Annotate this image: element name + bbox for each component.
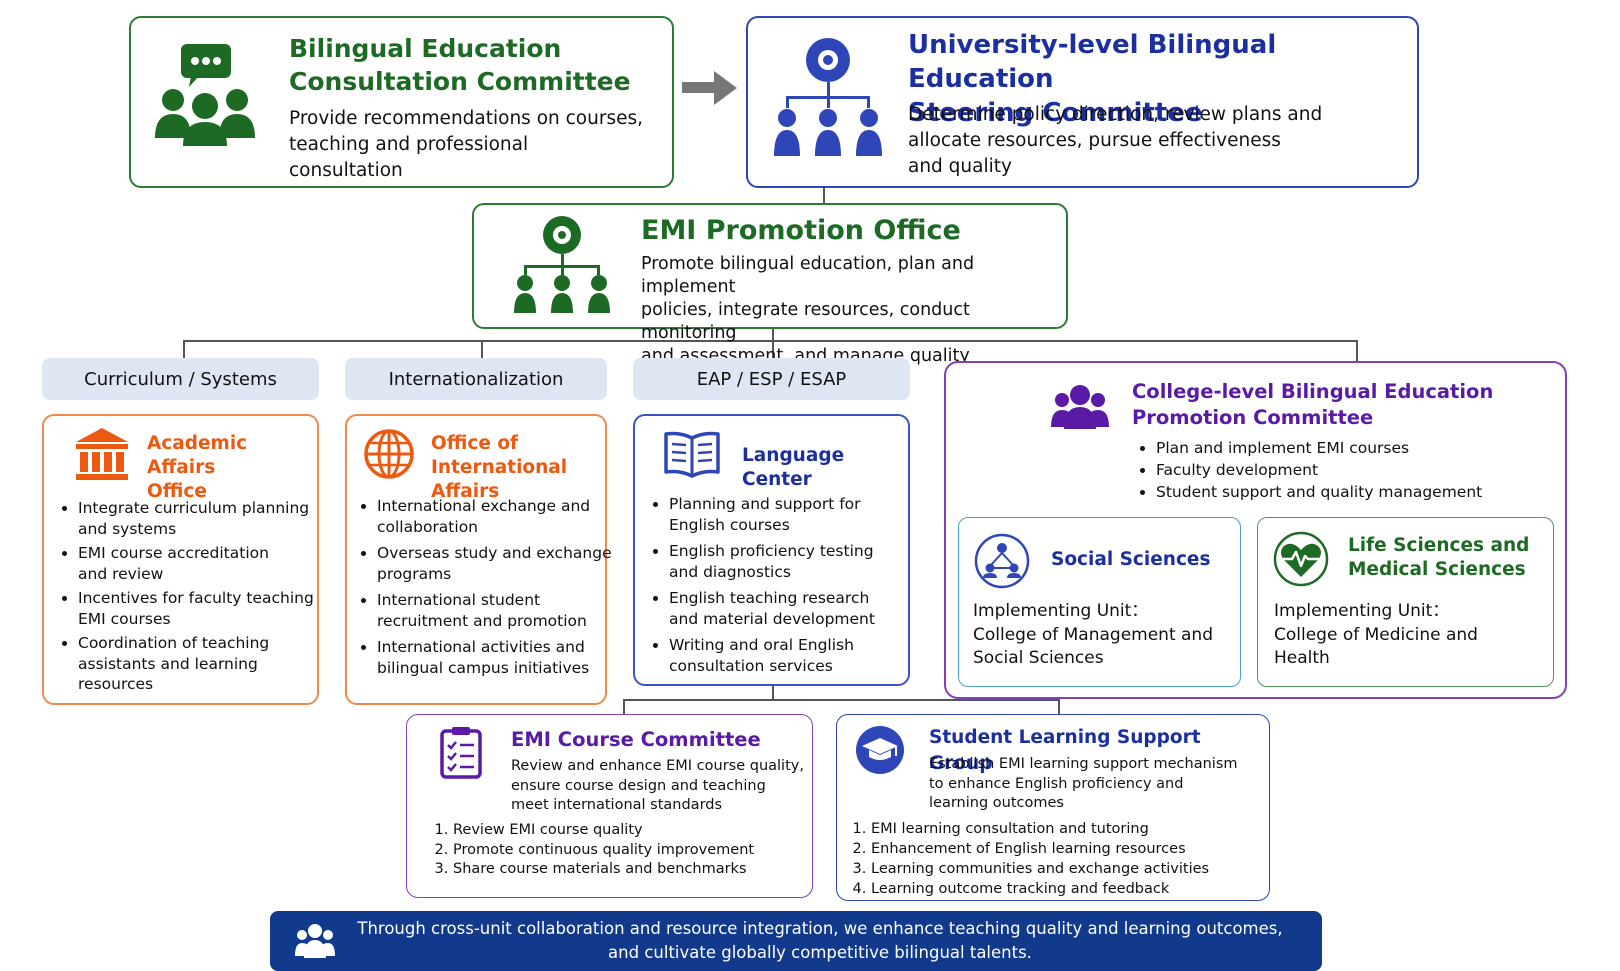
- intl-list: International exchange andcollaborationO…: [343, 496, 637, 684]
- consultation-desc: Provide recommendations on courses, teac…: [289, 108, 643, 181]
- emi-course-item: Promote continuous quality improvement: [453, 841, 843, 861]
- college-item: Faculty development: [1156, 459, 1586, 481]
- support-item: Learning outcome tracking and feedback: [871, 879, 1301, 899]
- college-item: Plan and implement EMI courses: [1156, 437, 1586, 459]
- globe-icon: [364, 429, 414, 479]
- intl-title: Office of International Affairs: [431, 433, 568, 502]
- life-sciences-box: Life Sciences and Medical Sciences Imple…: [1257, 517, 1554, 687]
- connector-steering-to-emi: [823, 186, 825, 206]
- language-center-box: Language Center Planning and support for…: [633, 414, 910, 686]
- emi-course-title: EMI Course Committee: [511, 728, 761, 751]
- support-title: Student Learning Support Group: [929, 727, 1201, 774]
- emi-office-title: EMI Promotion Office: [641, 215, 961, 246]
- life-unit: Implementing Unit： College of Medicine a…: [1274, 601, 1478, 668]
- college-list: Plan and implement EMI coursesFaculty de…: [1122, 437, 1586, 503]
- consultation-committee-box: Bilingual Education Consultation Committ…: [129, 16, 674, 188]
- social-unit: Implementing Unit： College of Management…: [973, 601, 1213, 668]
- student-support-box: Student Learning Support Group Establish…: [836, 714, 1270, 901]
- support-desc: Establish EMI learning support mechanism…: [929, 756, 1238, 811]
- emi-promotion-office-box: EMI Promotion Office Promote bilingual e…: [472, 203, 1068, 366]
- group-discussion-icon: [155, 44, 255, 146]
- org-hierarchy-icon: [514, 216, 610, 313]
- support-item: Enhancement of English learning resource…: [871, 839, 1301, 859]
- graduation-cap-icon: [856, 726, 904, 774]
- people-group-icon: [1051, 385, 1109, 429]
- institution-building-icon: [76, 428, 128, 480]
- support-list: EMI learning consultation and tutoringEn…: [837, 819, 1301, 899]
- connector-lang-to-bottom: [623, 699, 1060, 701]
- college-committee-box: College-level Bilingual Education Promot…: [944, 361, 1567, 699]
- emi-course-list: Review EMI course qualityPromote continu…: [419, 821, 843, 880]
- people-group-icon: [295, 924, 335, 958]
- tag-curriculum-systems: Curriculum / Systems: [42, 358, 319, 400]
- emi-course-item: Review EMI course quality: [453, 821, 843, 841]
- steering-committee-box: University-level Bilingual Education Ste…: [746, 16, 1419, 188]
- social-network-icon: [974, 533, 1030, 589]
- emi-course-committee-box: EMI Course Committee Review and enhance …: [406, 714, 813, 898]
- connector-drop-curriculum: [183, 340, 185, 358]
- footer-banner: Through cross-unit collaboration and res…: [270, 911, 1322, 971]
- college-title: College-level Bilingual Education Promot…: [1132, 380, 1494, 429]
- tag-eap-esp-esap: EAP / ESP / ESAP: [633, 358, 910, 400]
- tag-internationalization: Internationalization: [345, 358, 607, 400]
- connector-lang-down: [772, 686, 774, 700]
- connector-drop-eap: [772, 340, 774, 358]
- emi-office-desc: Promote bilingual education, plan and im…: [641, 254, 975, 366]
- footer-text: Through cross-unit collaboration and res…: [357, 919, 1283, 962]
- social-title: Social Sciences: [1051, 549, 1211, 570]
- open-book-icon: [664, 431, 720, 478]
- org-hierarchy-icon: [774, 38, 882, 156]
- emi-course-desc: Review and enhance EMI course quality, e…: [511, 758, 804, 813]
- intl-affairs-box: Office of International Affairs Internat…: [345, 414, 612, 705]
- heart-pulse-icon: [1273, 531, 1329, 587]
- connector-horizontal-bus: [183, 340, 1358, 342]
- life-title: Life Sciences and Medical Sciences: [1348, 535, 1530, 580]
- language-title: Language Center: [742, 445, 845, 490]
- emi-course-item: Share course materials and benchmarks: [453, 860, 843, 880]
- support-item: EMI learning consultation and tutoring: [871, 819, 1301, 839]
- clipboard-checklist-icon: [440, 727, 482, 779]
- social-sciences-box: Social Sciences Implementing Unit： Colle…: [958, 517, 1241, 687]
- steering-desc: Determine policy direction, review plans…: [908, 104, 1323, 177]
- support-item: Learning communities and exchange activi…: [871, 859, 1301, 879]
- connector-drop-emi-course: [623, 699, 625, 714]
- arrow-right-icon: [682, 71, 737, 105]
- steering-title: University-level Bilingual Education Ste…: [908, 30, 1277, 128]
- college-item: Student support and quality management: [1156, 481, 1586, 503]
- connector-drop-college: [1356, 340, 1358, 361]
- consultation-title: Bilingual Education Consultation Committ…: [289, 34, 631, 96]
- connector-emi-down: [772, 328, 774, 342]
- connector-drop-intl: [481, 340, 483, 358]
- academic-affairs-box: Academic Affairs Office Integrate curric…: [42, 414, 319, 705]
- academic-title: Academic Affairs Office: [147, 433, 248, 502]
- connector-drop-support: [1058, 699, 1060, 714]
